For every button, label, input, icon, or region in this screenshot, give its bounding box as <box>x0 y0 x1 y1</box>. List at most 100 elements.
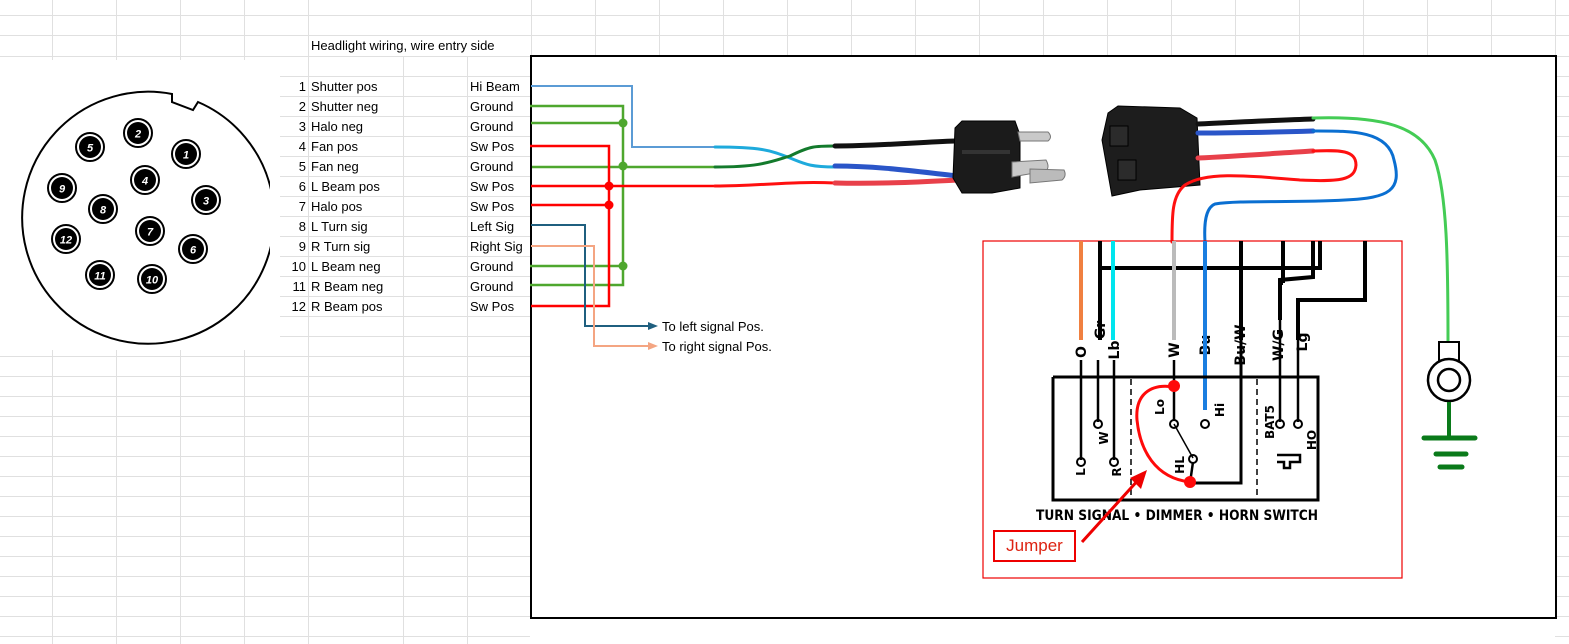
pin-label: 6 <box>190 245 197 257</box>
h4-socket-connector <box>1101 105 1201 197</box>
pin-name: R Beam neg <box>311 279 384 294</box>
red-plug-lead <box>832 177 961 186</box>
pin-function: Ground <box>470 119 514 134</box>
sheet-title: Headlight wiring, wire entry side <box>311 38 495 53</box>
ground-lug-icon <box>1421 341 1478 470</box>
pin-function: Left Sig <box>470 219 515 234</box>
light-blue-twisted-wire <box>713 145 837 169</box>
plug-ridge <box>962 150 1010 154</box>
pin-number: 6 <box>298 179 306 194</box>
pin-number: 8 <box>298 219 306 234</box>
pin-number: 10 <box>291 259 306 274</box>
pin-name: L Turn sig <box>311 219 368 234</box>
right-signal-label: To right signal Pos. <box>662 339 772 354</box>
pin-socket <box>79 136 101 158</box>
terminal-label: W <box>1097 431 1111 444</box>
pin-label: 8 <box>100 205 107 217</box>
pin-socket <box>182 238 204 260</box>
blue-plug-lead <box>832 163 961 179</box>
terminal-icon <box>1200 419 1210 429</box>
h4-plug-connector <box>952 120 1066 194</box>
pin-number: 7 <box>298 199 306 214</box>
plug-blade-top <box>1017 131 1051 142</box>
plug-body <box>952 120 1021 194</box>
blue-socket-lead <box>1195 128 1316 136</box>
green-ground-lead <box>1311 116 1450 344</box>
pin-number: 3 <box>298 119 306 134</box>
switch-highlight-frame <box>982 240 1403 579</box>
pin-label: 7 <box>147 227 154 239</box>
pin-name: Fan neg <box>311 159 359 174</box>
pin-name: L Beam neg <box>311 259 381 274</box>
jumper-endpoint-dot <box>1168 380 1180 392</box>
pin-label: 3 <box>203 196 209 208</box>
terminal-icon <box>1188 454 1198 464</box>
left-signal-label: To left signal Pos. <box>662 319 764 334</box>
pin-name: R Turn sig <box>311 239 371 254</box>
pin-socket <box>141 268 163 290</box>
pin-label: 5 <box>87 143 94 155</box>
switch-title: TURN SIGNAL • DIMMER • HORN SWITCH <box>1036 508 1318 524</box>
pin-socket <box>139 220 161 242</box>
pin-number: 2 <box>298 99 306 114</box>
ground-bus-wire <box>530 104 625 287</box>
horn-button-icon <box>1277 453 1302 470</box>
arrow-head-icon <box>648 342 658 350</box>
pin-function: Ground <box>470 259 514 274</box>
annotation-arrow-line <box>1080 476 1142 544</box>
blue-lead-to-hi <box>1203 129 1398 244</box>
pin-function: Right Sig <box>470 239 523 254</box>
pin-name: Halo neg <box>311 119 364 134</box>
wire-label: O <box>1074 346 1090 358</box>
pin-label: 2 <box>134 129 141 141</box>
terminal-label: Lo <box>1153 399 1167 415</box>
pin-name: L Beam pos <box>311 179 380 194</box>
terminal-label: BAT5 <box>1263 405 1277 439</box>
pin-number: 9 <box>298 239 306 254</box>
pin-number: 4 <box>298 139 306 154</box>
pin-name: Shutter neg <box>311 99 379 114</box>
pin-number: 11 <box>292 279 307 294</box>
black-plug-lead <box>832 138 958 149</box>
wire-label: W <box>1167 342 1183 357</box>
pin-label: 9 <box>59 184 66 196</box>
pin-socket <box>92 198 114 220</box>
arrow-head-icon <box>648 322 658 330</box>
pin-name: Fan pos <box>311 139 358 154</box>
pin-socket <box>89 264 111 286</box>
lead-HL-return <box>1190 340 1243 485</box>
pin-name: Shutter pos <box>311 79 378 94</box>
pin-socket <box>55 228 77 250</box>
pin-label: 10 <box>146 275 159 287</box>
dark-green-twisted-wire <box>713 144 837 169</box>
switch-body-outline <box>1051 375 1320 502</box>
pin-number: 5 <box>298 159 306 174</box>
pin-function: Ground <box>470 279 514 294</box>
left-signal-wire <box>531 224 650 327</box>
red-socket-lead <box>1195 148 1316 161</box>
terminal-label: L <box>1074 468 1088 476</box>
socket-slot <box>1109 125 1129 147</box>
pin-function: Sw Pos <box>470 199 515 214</box>
harness-line <box>1278 241 1315 320</box>
sw-pos-junction-dot <box>604 181 614 191</box>
pin-label: 4 <box>141 176 148 188</box>
wire-label: Lb <box>1107 341 1123 360</box>
terminal-label: Hi <box>1213 403 1227 417</box>
pin-socket <box>134 169 156 191</box>
pin-number: 1 <box>298 79 306 94</box>
jumper-wire <box>1135 384 1192 484</box>
pin-function: Ground <box>470 159 514 174</box>
ground-junction-dot <box>618 261 628 271</box>
harness-line <box>1098 241 1322 270</box>
socket-body <box>1101 105 1201 197</box>
ground-junction-dot <box>618 118 628 128</box>
plug-blade-bottom <box>1029 168 1066 184</box>
pin-socket <box>51 177 73 199</box>
pin-function: Sw Pos <box>470 179 515 194</box>
pin-function: Sw Pos <box>470 299 515 314</box>
black-socket-lead <box>1195 116 1316 127</box>
jumper-endpoint-dot <box>1184 476 1196 488</box>
